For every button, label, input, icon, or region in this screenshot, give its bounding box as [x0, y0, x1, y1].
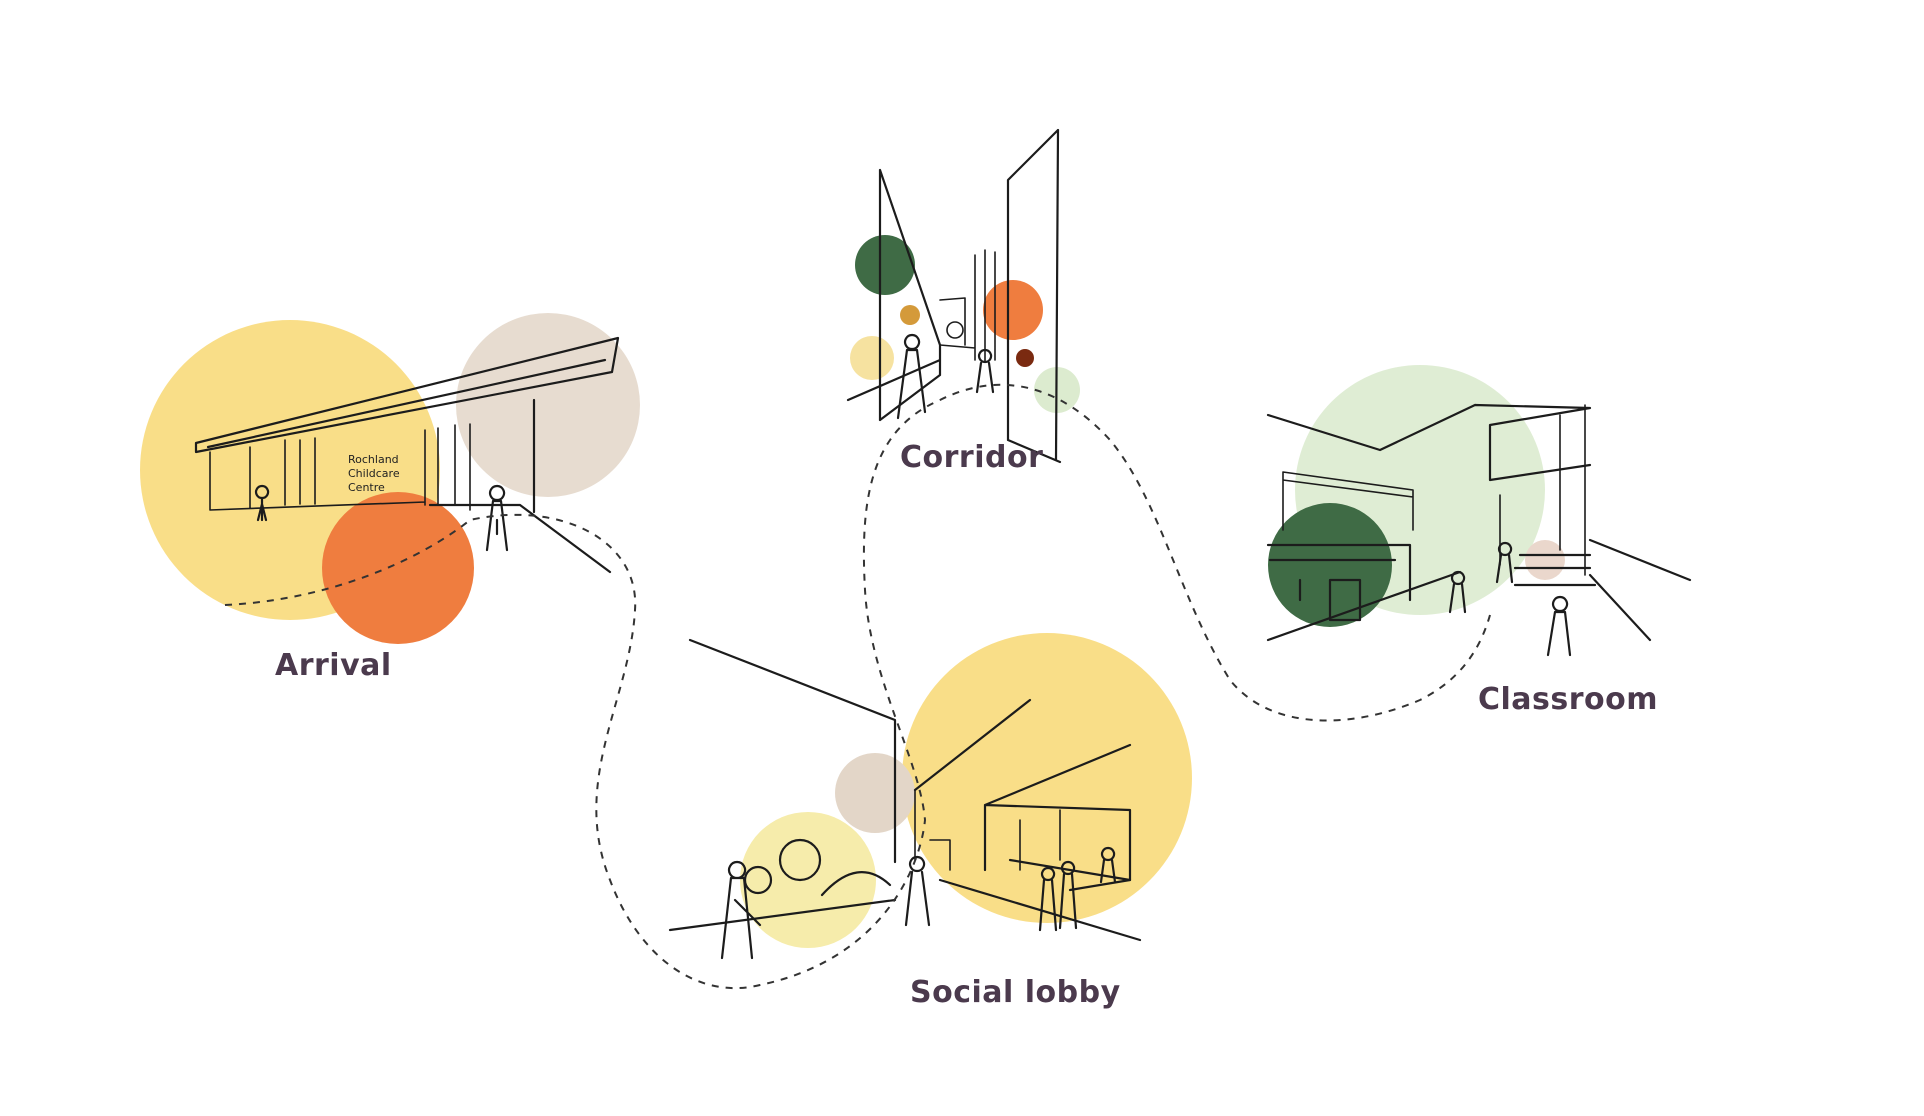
zone-label-classroom: Classroom [1478, 682, 1659, 717]
classroom-ceiling [1266, 403, 1592, 482]
lobby-left-wall [668, 638, 897, 932]
corridor-brown-circle [900, 305, 920, 325]
corridor-scene [846, 128, 1080, 464]
signage-line-1: Rochland [348, 453, 399, 466]
classroom-pink-circle [1525, 540, 1565, 580]
corridor-person-2 [975, 348, 995, 394]
arrival-person [485, 484, 509, 552]
lobby-person-2 [904, 855, 931, 927]
arrival-person-small [254, 484, 270, 522]
signage-line-3: Centre [348, 481, 385, 494]
zone-label-social-lobby: Social lobby [910, 975, 1121, 1010]
lobby-pod-arch [820, 871, 892, 897]
zone-label-arrival: Arrival [275, 648, 392, 683]
lobby-person-1 [720, 860, 762, 960]
lobby-ceiling [913, 698, 1132, 882]
classroom-person-3 [1546, 595, 1572, 657]
zone-label-corridor: Corridor [900, 440, 1044, 475]
corridor-right-wall [1006, 128, 1062, 464]
classroom-floor [1266, 538, 1692, 642]
corridor-orange-circle [983, 280, 1043, 340]
classroom-person-2 [1495, 541, 1514, 584]
arrival-building [209, 423, 471, 511]
arrival-orange-circle [322, 492, 474, 644]
corridor-far-walls [939, 249, 996, 363]
corridor-end-window [946, 321, 964, 339]
arrival-scene: Rochland Childcare Centre [140, 313, 640, 644]
corridor-dark-green-circle [855, 235, 915, 295]
lobby-floor [938, 858, 1142, 942]
classroom-window-wall [1282, 404, 1586, 576]
lobby-doorway [914, 789, 1061, 871]
social-lobby-scene [668, 633, 1192, 960]
signage-line-2: Childcare [348, 467, 400, 480]
corridor-person-1 [896, 333, 927, 420]
classroom-person-1 [1448, 570, 1467, 614]
lobby-person-4 [1058, 860, 1078, 930]
journey-path [224, 383, 1491, 990]
arrival-canopy [194, 336, 620, 454]
lobby-beige-circle [835, 753, 915, 833]
lobby-pod-1 [778, 838, 822, 882]
classroom-scene [1266, 365, 1692, 657]
lobby-pale-yellow-circle [740, 812, 876, 948]
classroom-counter [1266, 543, 1412, 622]
arrival-beige-circle [456, 313, 640, 497]
corridor-left-wall [846, 168, 942, 422]
lobby-yellow-circle [902, 633, 1192, 923]
lobby-person-3 [1038, 866, 1058, 932]
lobby-person-5 [1099, 846, 1117, 884]
corridor-dark-red-circle [1016, 349, 1034, 367]
corridor-pale-yellow-circle [850, 336, 894, 380]
